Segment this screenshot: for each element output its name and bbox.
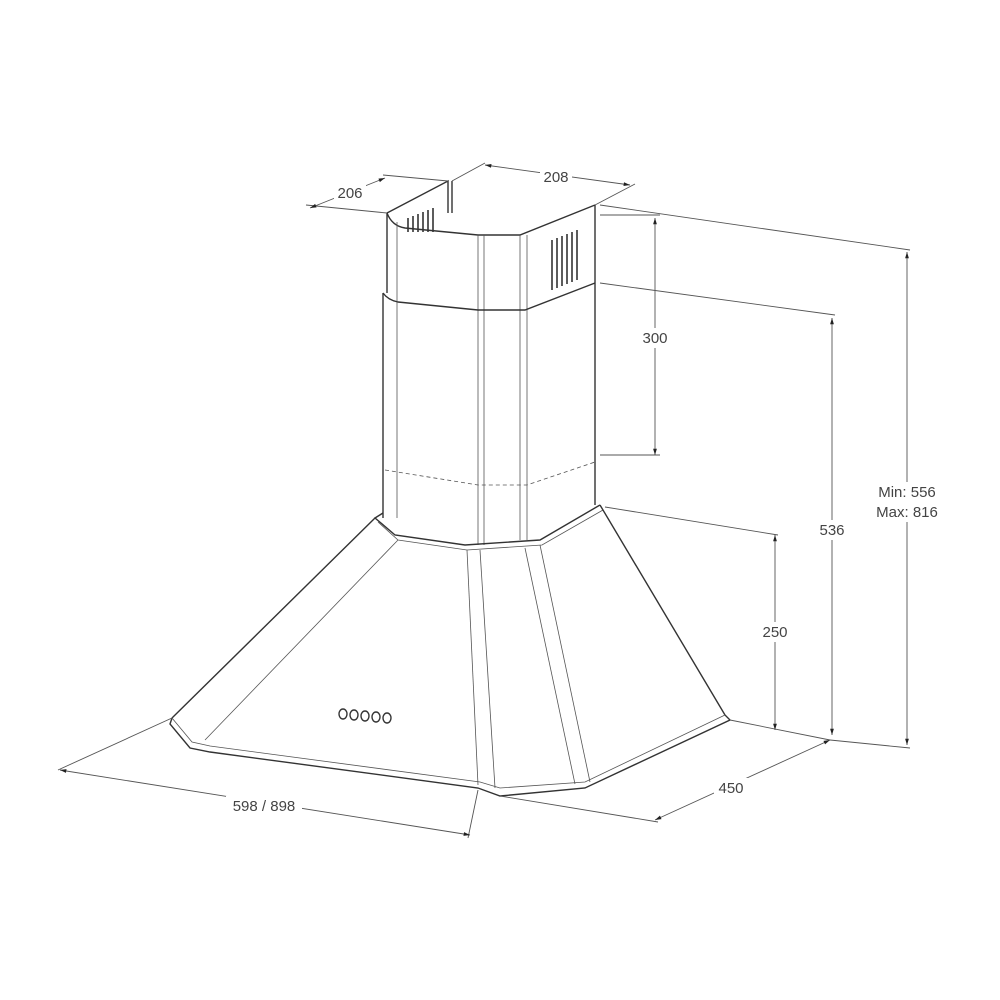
dim-total-height: 536	[819, 522, 844, 539]
dim-hood-width: 598 / 898	[233, 798, 296, 815]
dim-min-height: Min: 556	[878, 484, 936, 501]
dim-max-height: Max: 816	[876, 504, 938, 521]
dim-chimney-width: 208	[543, 169, 568, 186]
control-buttons	[338, 708, 392, 724]
control-button[interactable]	[371, 711, 381, 723]
dim-chimney-upper: 300	[642, 330, 667, 347]
control-button[interactable]	[338, 708, 348, 720]
control-button[interactable]	[349, 709, 359, 721]
control-button[interactable]	[382, 712, 392, 724]
control-button[interactable]	[360, 710, 370, 722]
hood-body	[169, 504, 732, 797]
chimney	[382, 179, 596, 545]
vent-slots-right	[551, 230, 578, 290]
dim-hood-height: 250	[762, 624, 787, 641]
vent-slots-left	[407, 208, 434, 232]
dim-chimney-depth: 206	[337, 185, 362, 202]
dim-hood-depth: 450	[718, 780, 743, 797]
